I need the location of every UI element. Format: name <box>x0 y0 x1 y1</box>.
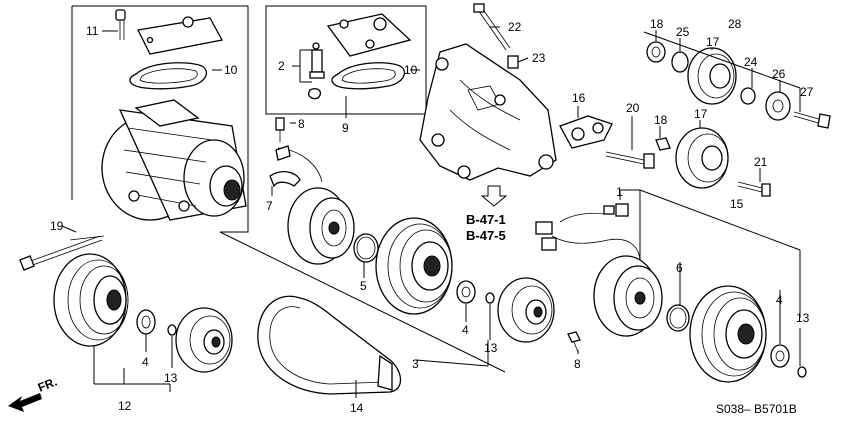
group-box-compressor <box>71 5 249 233</box>
pressure-switch <box>308 42 325 100</box>
bolt-28 <box>793 111 831 129</box>
plate-26 <box>765 91 791 121</box>
gasket-10-right <box>331 62 405 90</box>
wire-6 <box>269 145 323 188</box>
snap-ring-5-mid <box>353 233 379 263</box>
pulley-left <box>53 253 129 347</box>
spacer-24 <box>740 87 756 105</box>
callout: 3 <box>412 357 419 371</box>
callout: 4 <box>776 293 783 307</box>
front-label: FR. <box>36 375 59 395</box>
washer-13-mid <box>485 292 495 304</box>
connector-1 <box>603 203 629 217</box>
bolt-19 <box>19 235 105 271</box>
callout: 27 <box>800 85 814 99</box>
callout: 18 <box>650 17 664 31</box>
drawing-code: S038– B5701B <box>716 402 797 416</box>
reference-b-47-1: B-47-1 <box>466 212 506 227</box>
callout: 18 <box>654 113 668 127</box>
switch-plate <box>326 13 412 57</box>
callout: 16 <box>572 91 586 105</box>
clutch-hub-mid <box>497 277 555 343</box>
bolt-21 <box>737 181 771 197</box>
callout: 14 <box>350 401 364 415</box>
idler-pulley-17-upper <box>687 47 737 105</box>
callouts: 11 10 2 10 9 8 7 19 12 4 13 5 4 13 3 8 1… <box>50 17 814 415</box>
callout: 5 <box>360 279 367 293</box>
callout: 2 <box>278 59 285 73</box>
callout: 1 <box>616 185 623 199</box>
bolt-22 <box>473 3 511 51</box>
callout: 4 <box>462 323 469 337</box>
cover-plate <box>137 16 223 55</box>
callout: 6 <box>676 261 683 275</box>
washer-13-left <box>167 324 177 336</box>
tensioner-arm <box>559 115 613 149</box>
callout: 19 <box>50 219 64 233</box>
callout: 12 <box>118 399 132 413</box>
callout: 10 <box>404 63 418 77</box>
compressor-bracket <box>419 43 557 181</box>
callout: 13 <box>484 341 498 355</box>
snap-ring-5-right <box>666 304 690 332</box>
bolt-7 <box>275 117 285 142</box>
clutch-hub-left <box>175 307 233 373</box>
callout: 24 <box>744 55 758 69</box>
callout: 11 <box>86 24 99 38</box>
callout: 28 <box>728 17 742 31</box>
washer-27 <box>671 51 689 73</box>
callout: 15 <box>730 197 744 211</box>
reference-block: B-47-1 B-47-5 <box>466 185 508 243</box>
connector-harness <box>535 212 641 263</box>
callout: 23 <box>532 51 546 65</box>
compressor <box>101 99 247 221</box>
reference-b-47-5: B-47-5 <box>466 228 506 243</box>
shim-4-right <box>770 344 790 368</box>
cap-18-upper <box>646 41 666 63</box>
callout: 25 <box>676 25 690 39</box>
shim-4-mid <box>456 280 476 304</box>
callout: 26 <box>772 67 786 81</box>
washer-13-right <box>797 366 807 378</box>
field-coil <box>287 187 355 265</box>
field-coil-right <box>593 255 663 337</box>
nut-18-lower <box>655 137 671 151</box>
gasket-10-left <box>129 62 207 90</box>
callout: 9 <box>342 121 349 135</box>
callout: 13 <box>164 371 178 385</box>
callout: 20 <box>626 101 640 115</box>
callout: 10 <box>224 63 238 77</box>
idler-pulley-17-lower <box>675 127 729 189</box>
pulley-centre <box>375 217 453 315</box>
callout: 7 <box>266 199 273 213</box>
shim-4-left <box>136 309 156 335</box>
leader-lines <box>61 26 801 398</box>
bolt-11 <box>115 9 126 40</box>
callout: 21 <box>754 155 768 169</box>
pulley-right <box>689 285 767 383</box>
callout: 8 <box>574 357 581 371</box>
front-direction-arrow: FR. <box>8 375 59 412</box>
callout: 22 <box>508 20 522 34</box>
callout: 17 <box>694 107 708 121</box>
callout: 17 <box>706 35 720 49</box>
bolt-8 <box>567 331 581 353</box>
nut-23 <box>507 55 519 69</box>
bolt-20 <box>605 151 655 169</box>
drive-belt <box>257 295 402 395</box>
callout: 13 <box>796 311 810 325</box>
callout: 8 <box>298 117 305 131</box>
callout: 4 <box>142 355 149 369</box>
